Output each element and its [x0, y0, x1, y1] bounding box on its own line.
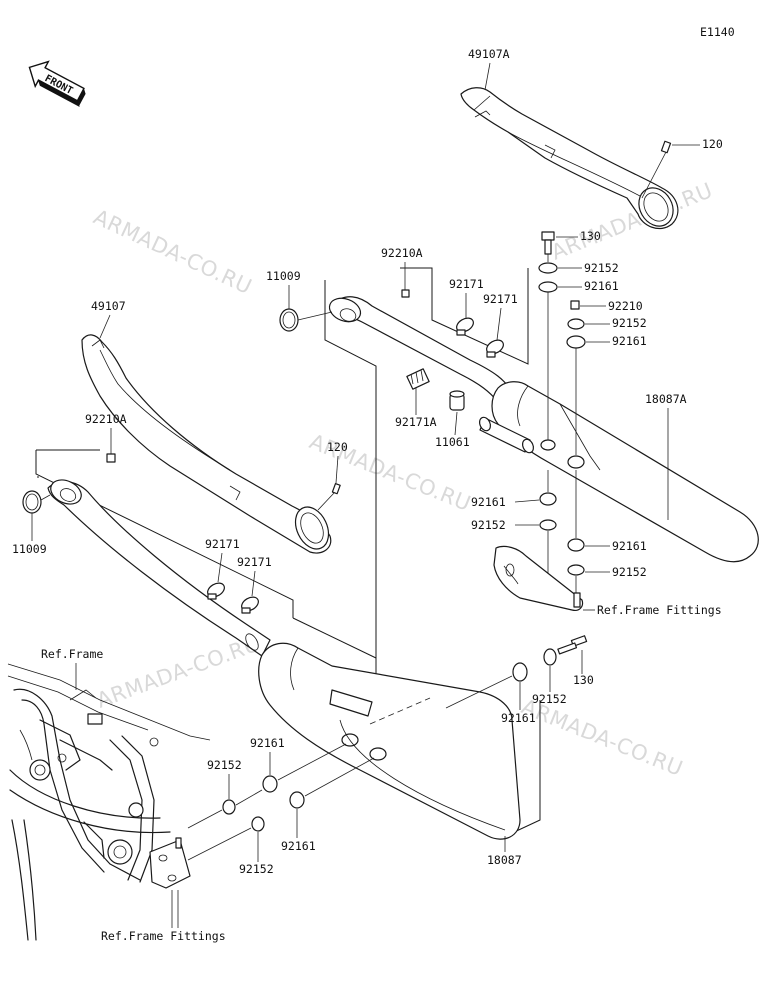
washer-92152-f [222, 799, 236, 815]
label-92161-a: 92161 [584, 279, 619, 293]
joint-pipe-upper [478, 416, 535, 454]
clamp-92171-c [207, 582, 225, 600]
damper-92161-b [566, 335, 586, 349]
damper-92161-c [539, 492, 557, 506]
label-49107: 49107 [91, 299, 126, 313]
group-frame-18087 [35, 450, 294, 618]
nut-92210A-left [106, 453, 116, 463]
label-92152-c: 92152 [471, 518, 506, 532]
label-130-top: 130 [580, 229, 601, 243]
washer-92152-b [567, 318, 585, 330]
label-92161-e: 92161 [501, 711, 536, 725]
label-92152-g: 92152 [239, 862, 274, 876]
label-120-left: 120 [327, 440, 348, 454]
label-92152-d: 92152 [612, 565, 647, 579]
label-92171-d: 92171 [237, 555, 272, 569]
bolt-130-mid [557, 635, 588, 655]
label-92210: 92210 [608, 299, 643, 313]
label-92152-a: 92152 [584, 261, 619, 275]
ref-frame-fittings-bottom: Ref.Frame Fittings [101, 929, 226, 943]
label-120-top: 120 [702, 137, 723, 151]
washer-92152-g [251, 816, 265, 832]
nut-92210A-top [401, 289, 410, 298]
ref-frame: Ref.Frame [41, 647, 103, 661]
frame-fitting-bracket-bottom [149, 837, 191, 889]
label-92161-d: 92161 [612, 539, 647, 553]
label-92171-c: 92171 [205, 537, 240, 551]
clamp-92171-b [486, 339, 504, 358]
label-92161-b: 92161 [612, 334, 647, 348]
label-92152-e: 92152 [532, 692, 567, 706]
exhaust-pipe-upper [328, 289, 513, 403]
label-92161-c: 92161 [471, 495, 506, 509]
label-49107A: 49107A [468, 47, 510, 61]
ref-frame-fittings-right: Ref.Frame Fittings [597, 603, 722, 617]
label-92171A: 92171A [395, 415, 437, 429]
frame-fitting-bracket-right [493, 545, 584, 611]
washer-92152-c [539, 519, 557, 531]
front-arrow-icon: FRONT [28, 60, 86, 107]
screw-120-left [331, 482, 341, 495]
clamp-92171-a [456, 317, 474, 336]
exhaust-pipe-lower [47, 479, 271, 657]
label-92171-b: 92171 [483, 292, 518, 306]
label-11061: 11061 [435, 435, 470, 449]
damper-92161-e [512, 662, 528, 682]
pipe-11061 [449, 390, 465, 411]
washer-92152-e [543, 648, 557, 666]
muffler-18087 [258, 642, 521, 840]
heat-guard-upper [460, 87, 679, 229]
damper-92161-a [538, 281, 558, 293]
watermark-5: ARMADA-CO.RU [518, 694, 686, 781]
label-92210A-left: 92210A [85, 412, 127, 426]
label-11009-left: 11009 [12, 542, 47, 556]
damper-92161-d [567, 538, 585, 552]
watermark-4: ARMADA-CO.RU [94, 631, 264, 712]
washer-92152-a [538, 262, 558, 274]
damper-92161-f [262, 775, 278, 793]
label-92152-f: 92152 [207, 758, 242, 772]
group-frame-18087A [324, 280, 377, 700]
label-92171-a: 92171 [449, 277, 484, 291]
washer-92152-d [567, 564, 585, 576]
label-130-mid: 130 [573, 673, 594, 687]
clamp-92171A [406, 368, 430, 390]
heat-guard-lower [81, 334, 332, 554]
label-92152-b: 92152 [612, 316, 647, 330]
label-18087: 18087 [487, 853, 522, 867]
watermark-1: ARMADA-CO.RU [90, 205, 256, 299]
label-92161-f: 92161 [250, 736, 285, 750]
damper-92161-g [289, 791, 305, 809]
screw-120-top [641, 140, 672, 199]
label-11009-top: 11009 [266, 269, 301, 283]
nut-92210 [570, 300, 580, 310]
label-92161-g: 92161 [281, 839, 316, 853]
muffler-18087A [491, 381, 759, 563]
assembly-dashline [369, 697, 431, 725]
motorcycle-frame [7, 663, 211, 941]
clamp-92171-d [241, 596, 259, 614]
label-92210A-top: 92210A [381, 246, 423, 260]
label-18087A: 18087A [645, 392, 687, 406]
diagram-code: E1140 [700, 25, 735, 39]
